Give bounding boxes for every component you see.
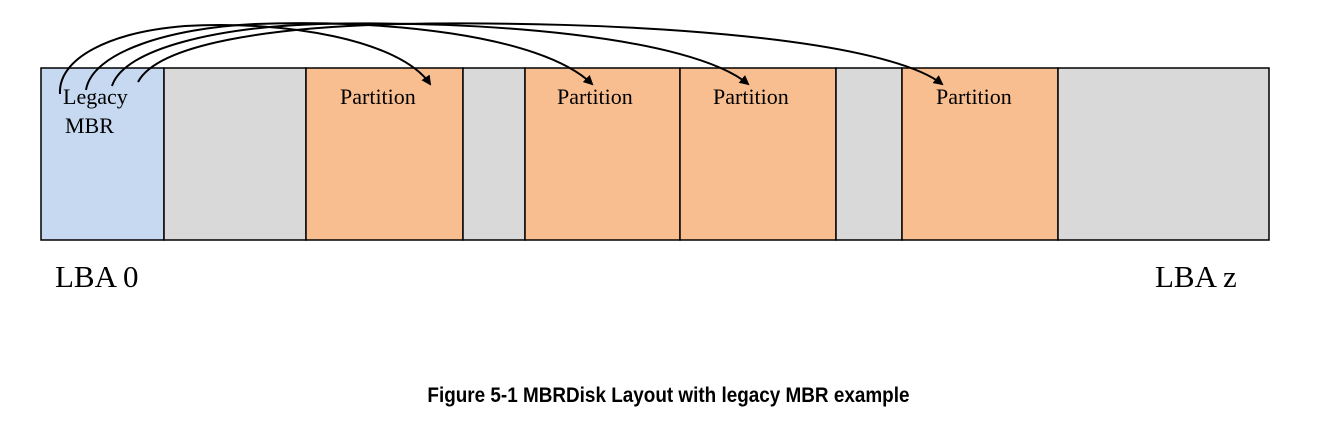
mbr-label-line-2: MBR	[65, 113, 114, 138]
partition-label: Partition	[340, 84, 416, 109]
segment-free-space	[1057, 67, 1270, 241]
segment-free-space	[835, 67, 903, 241]
segment-labels: Legacy MBR Partition Partition Partition…	[63, 84, 1012, 138]
pointer-arrow-partition-1	[58, 23, 432, 95]
segment-free-space	[462, 67, 526, 241]
lba-end-label: LBA z	[1155, 259, 1237, 294]
segment-legacy-mbr	[40, 67, 165, 241]
partition-pointer-arrows	[58, 22, 944, 95]
segment-partition-2	[524, 67, 681, 241]
pointer-arrow-partition-2	[85, 22, 594, 91]
partition-label: Partition	[557, 84, 633, 109]
segment-free-space	[163, 67, 307, 241]
mbr-label-line-1: Legacy	[63, 84, 128, 109]
partition-label: Partition	[936, 84, 1012, 109]
pointer-arrow-partition-4	[137, 22, 944, 86]
segment-partition-3	[679, 67, 837, 241]
segment-partition-4	[901, 67, 1059, 241]
pointer-arrow-partition-3	[111, 22, 750, 87]
lba-start-label: LBA 0	[55, 259, 139, 294]
segment-partition-1	[305, 67, 464, 241]
figure-caption: Figure 5-1 MBRDisk Layout with legacy MB…	[427, 384, 910, 407]
partition-label: Partition	[713, 84, 789, 109]
disk-bar	[40, 67, 1270, 241]
